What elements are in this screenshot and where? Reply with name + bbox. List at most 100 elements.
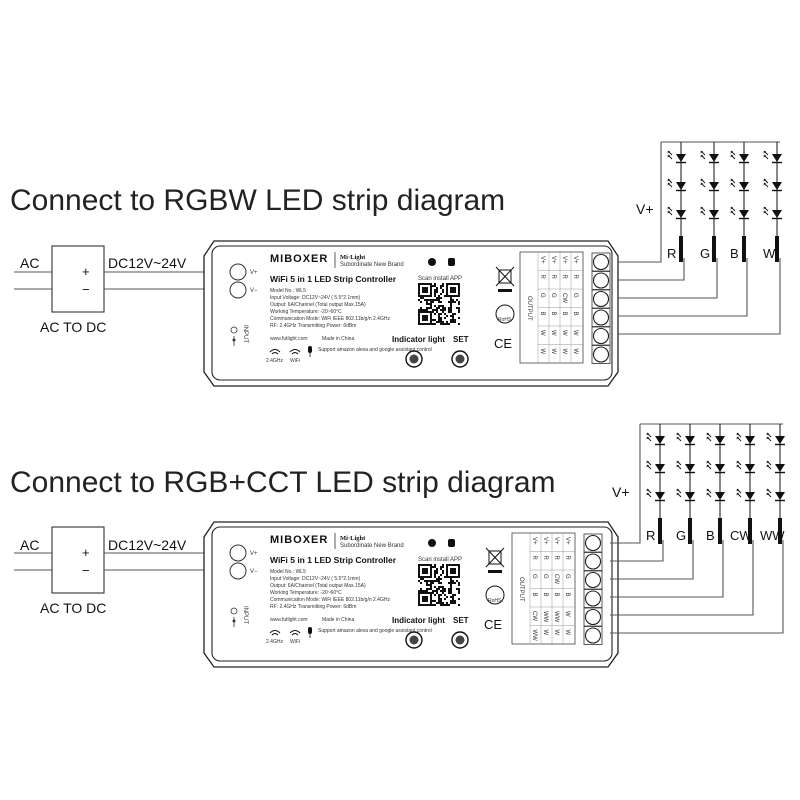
output-cell: W	[553, 630, 559, 636]
made-in-text: Made in China	[322, 617, 354, 623]
strip-end	[679, 236, 683, 262]
product-name: WiFi 5 in 1 LED Strip Controller	[270, 555, 397, 565]
output-cell: V+	[542, 537, 548, 545]
output-cell: W	[539, 349, 545, 355]
output-cell: CW	[553, 574, 559, 584]
brand-logo: MIBOXER	[270, 534, 328, 546]
spec-line: Input Voltage: DC12V~24V ( 5.5*2.1mm)	[270, 295, 361, 301]
led-icon	[675, 432, 696, 446]
output-cell: WW	[553, 611, 559, 623]
led-icon	[705, 460, 726, 474]
microphone-icon	[308, 627, 312, 634]
strip-end	[778, 518, 782, 544]
input-label: INPUT	[242, 606, 248, 624]
weee-bin-icon	[485, 547, 505, 573]
website-text: www.futlight.com	[270, 617, 308, 623]
output-cell: V+	[564, 537, 570, 545]
spec-list: Model No.: WL5 Input Voltage: DC12V~24V …	[270, 288, 390, 329]
spec-line: Input Voltage: DC12V~24V ( 5.5*2.1mm)	[270, 576, 361, 582]
channel-label: G	[676, 528, 686, 543]
spec-line: Model No.: WL5	[270, 288, 306, 294]
weee-bin-icon	[495, 266, 515, 292]
led-icon	[645, 488, 666, 502]
scan-app-text: Scan install APP	[418, 276, 462, 282]
minus-sign: −	[82, 282, 90, 297]
led-icon	[762, 178, 783, 192]
led-icon	[735, 460, 756, 474]
strip-end	[748, 518, 752, 544]
output-cell: B	[539, 312, 545, 316]
led-icon	[735, 488, 756, 502]
spec-line: Working Temperature: -20~60°C	[270, 309, 342, 315]
output-terminal	[584, 534, 602, 552]
spec-line: Output: 6A/Channel (Total output Max.15A…	[270, 583, 366, 589]
output-label: OUTPUT	[518, 577, 524, 602]
output-cell: G	[531, 574, 537, 579]
website-text: www.futlight.com	[270, 336, 308, 342]
converter-label: AC TO DC	[40, 600, 106, 616]
output-cell: G	[550, 293, 556, 298]
output-cell: W	[561, 349, 567, 355]
output-cell: W	[561, 330, 567, 336]
voice-text: Support amazon alexa and google assistan…	[318, 347, 432, 353]
apple-icon	[428, 258, 436, 266]
output-cell: W	[542, 630, 548, 636]
vplus-label: V+	[612, 484, 630, 500]
strip-end	[658, 518, 662, 544]
led-icon	[762, 150, 783, 164]
wifi-label: WiFi	[290, 358, 300, 364]
output-cell: V+	[572, 256, 578, 264]
output-terminal	[592, 309, 610, 326]
output-cell: W	[564, 611, 570, 617]
ac-label: AC	[20, 537, 39, 553]
wifi-icon	[289, 630, 301, 636]
milight-logo: Mi·Light	[340, 535, 366, 542]
spec-line: Communication Mode: WiFi IEEE 802.11b/g/…	[270, 316, 390, 322]
made-in-text: Made in China	[322, 336, 354, 342]
channel-label: CW	[730, 528, 752, 543]
strip-end	[718, 518, 722, 544]
output-cell: R	[564, 556, 570, 561]
led-icon	[729, 178, 750, 192]
output-cell: B	[564, 593, 570, 597]
output-cell: W	[550, 330, 556, 336]
output-cell: B	[550, 312, 556, 316]
led-icon	[762, 206, 783, 220]
output-cell: R	[531, 556, 537, 561]
ac-label: AC	[20, 255, 39, 271]
scan-app-text: Scan install APP	[418, 557, 462, 563]
output-cell: R	[542, 556, 548, 561]
spec-list: Model No.: WL5 Input Voltage: DC12V~24V …	[270, 569, 390, 610]
spec-line: Output: 6A/Channel (Total output Max.15A…	[270, 302, 366, 308]
milight-subtitle: Subordinate New Brand	[340, 262, 404, 268]
output-terminal	[592, 253, 610, 271]
minus-sign: −	[82, 563, 90, 578]
set-label: SET	[453, 616, 469, 625]
led-icon	[666, 150, 687, 164]
wifi-24-label: 2.4GHz	[266, 639, 283, 645]
android-icon	[448, 539, 455, 547]
dc-label: DC12V~24V	[108, 537, 187, 553]
led-icon	[765, 460, 786, 474]
led-icon	[765, 432, 786, 446]
microphone-icon	[308, 346, 312, 353]
output-cell: G	[542, 574, 548, 579]
apple-icon	[428, 539, 436, 547]
vplus-terminal-label: V+	[250, 551, 258, 557]
output-cell: W	[564, 630, 570, 636]
output-cell: R	[572, 275, 578, 280]
ce-mark: CE	[494, 336, 512, 351]
voice-text: Support amazon alexa and google assistan…	[318, 628, 432, 634]
strip-end	[742, 236, 746, 262]
spec-line: Communication Mode: WiFi IEEE 802.11b/g/…	[270, 597, 390, 603]
rohs-icon	[495, 304, 515, 324]
led-icon	[699, 206, 720, 220]
rohs-label: RoHS	[488, 598, 502, 604]
channel-label: B	[706, 528, 715, 543]
output-cell: R	[561, 275, 567, 280]
channel-label: R	[646, 528, 655, 543]
wifi-icon	[269, 349, 281, 355]
channel-label: G	[700, 246, 710, 261]
channel-label: W	[763, 246, 776, 261]
android-icon	[448, 258, 455, 266]
